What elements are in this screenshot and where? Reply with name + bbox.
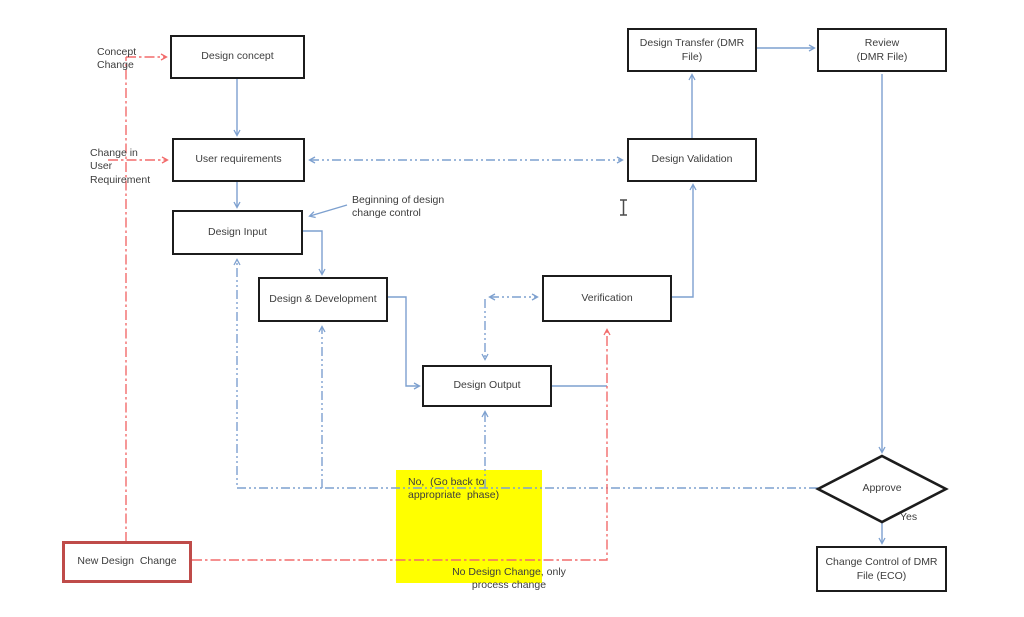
label-no-design-change: No Design Change, only process change [452, 566, 566, 592]
node-design-transfer: Design Transfer (DMR File) [627, 28, 757, 72]
connector-input-to-development [303, 230, 326, 276]
decision-approve-shape [815, 454, 949, 524]
label-no-go-back: No, (Go back to appropriate phase) [408, 476, 500, 502]
node-design-validation: Design Validation [627, 138, 757, 182]
connector-annotation-pointer [308, 204, 348, 219]
connector-approve-no-to-input [233, 258, 818, 489]
text-cursor-ibeam [620, 199, 627, 216]
label-change-in-user-requirement: Change in User Requirement [90, 147, 151, 186]
node-verification: Verification [542, 275, 672, 322]
connector-development-to-output [388, 296, 421, 390]
label-beginning-design-change-control: Beginning of design change control [352, 194, 445, 220]
node-change-control: Change Control of DMR File (ECO) [816, 546, 947, 592]
connector-verification-to-validation [672, 183, 697, 298]
label-yes: Yes [900, 511, 918, 523]
node-user-requirements: User requirements [172, 138, 305, 182]
node-design-input: Design Input [172, 210, 303, 255]
node-design-output: Design Output [422, 365, 552, 407]
label-concept-change: Concept Change [97, 46, 137, 72]
node-design-development: Design & Development [258, 277, 388, 322]
node-review: Review (DMR File) [817, 28, 947, 72]
connector-processchange-to-verification [192, 328, 611, 561]
label-approve: Approve [862, 482, 902, 494]
node-design-concept: Design concept [170, 35, 305, 79]
node-new-design-change: New Design Change [62, 541, 192, 583]
yellow-highlight-block [396, 470, 542, 583]
